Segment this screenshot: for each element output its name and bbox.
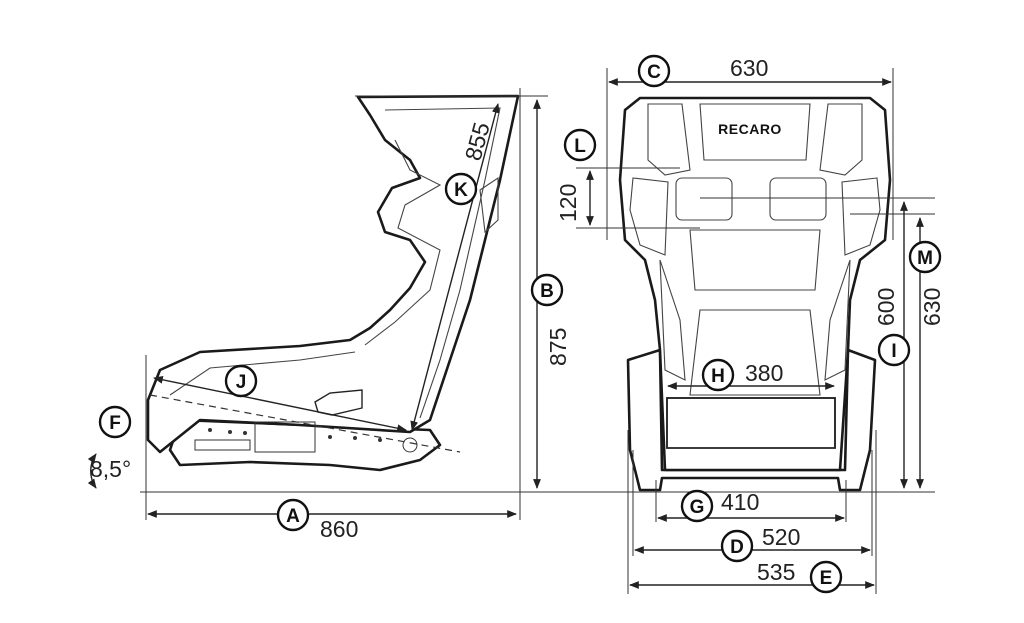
svg-text:G: G [690, 497, 705, 518]
label-F-badge: F [98, 405, 132, 439]
svg-text:K: K [454, 180, 468, 201]
label-L-badge: L [563, 128, 597, 162]
brand-logo: RECARO [718, 121, 782, 137]
dim-C-value: 630 [730, 55, 768, 81]
label-H-badge: H [701, 358, 735, 392]
label-B-badge: B [530, 273, 564, 307]
svg-text:A: A [286, 506, 300, 527]
dim-M-value: 630 [919, 288, 945, 326]
dim-H-value: 380 [745, 360, 783, 386]
label-A-badge: A [276, 498, 310, 532]
dim-L-value: 120 [555, 184, 581, 222]
side-view-dimensions [87, 88, 935, 520]
label-E-badge: E [809, 560, 843, 594]
label-K-badge: K [444, 172, 478, 206]
dim-E-value: 535 [757, 559, 795, 585]
front-view-seat [618, 96, 892, 492]
svg-text:C: C [647, 62, 661, 83]
svg-text:F: F [109, 413, 121, 434]
svg-text:B: B [540, 281, 554, 302]
label-C-badge: C [637, 54, 671, 88]
label-I-badge: I [877, 333, 911, 367]
svg-text:D: D [730, 537, 744, 558]
dim-F-value: 8,5° [90, 456, 131, 482]
dim-G-value: 410 [721, 489, 759, 515]
label-G-badge: G [680, 489, 714, 523]
dim-A-value: 860 [320, 516, 358, 542]
svg-text:E: E [820, 568, 833, 589]
label-M-badge: M [908, 240, 942, 274]
svg-text:H: H [711, 366, 725, 387]
label-D-badge: D [720, 529, 754, 563]
dim-D-value: 520 [762, 524, 800, 550]
svg-text:L: L [574, 136, 586, 157]
svg-text:J: J [236, 372, 247, 393]
dim-I-value: 600 [873, 288, 899, 326]
svg-text:I: I [891, 341, 896, 362]
dim-B-value: 875 [545, 328, 571, 366]
label-J-badge: J [224, 364, 258, 398]
svg-text:M: M [917, 248, 933, 269]
